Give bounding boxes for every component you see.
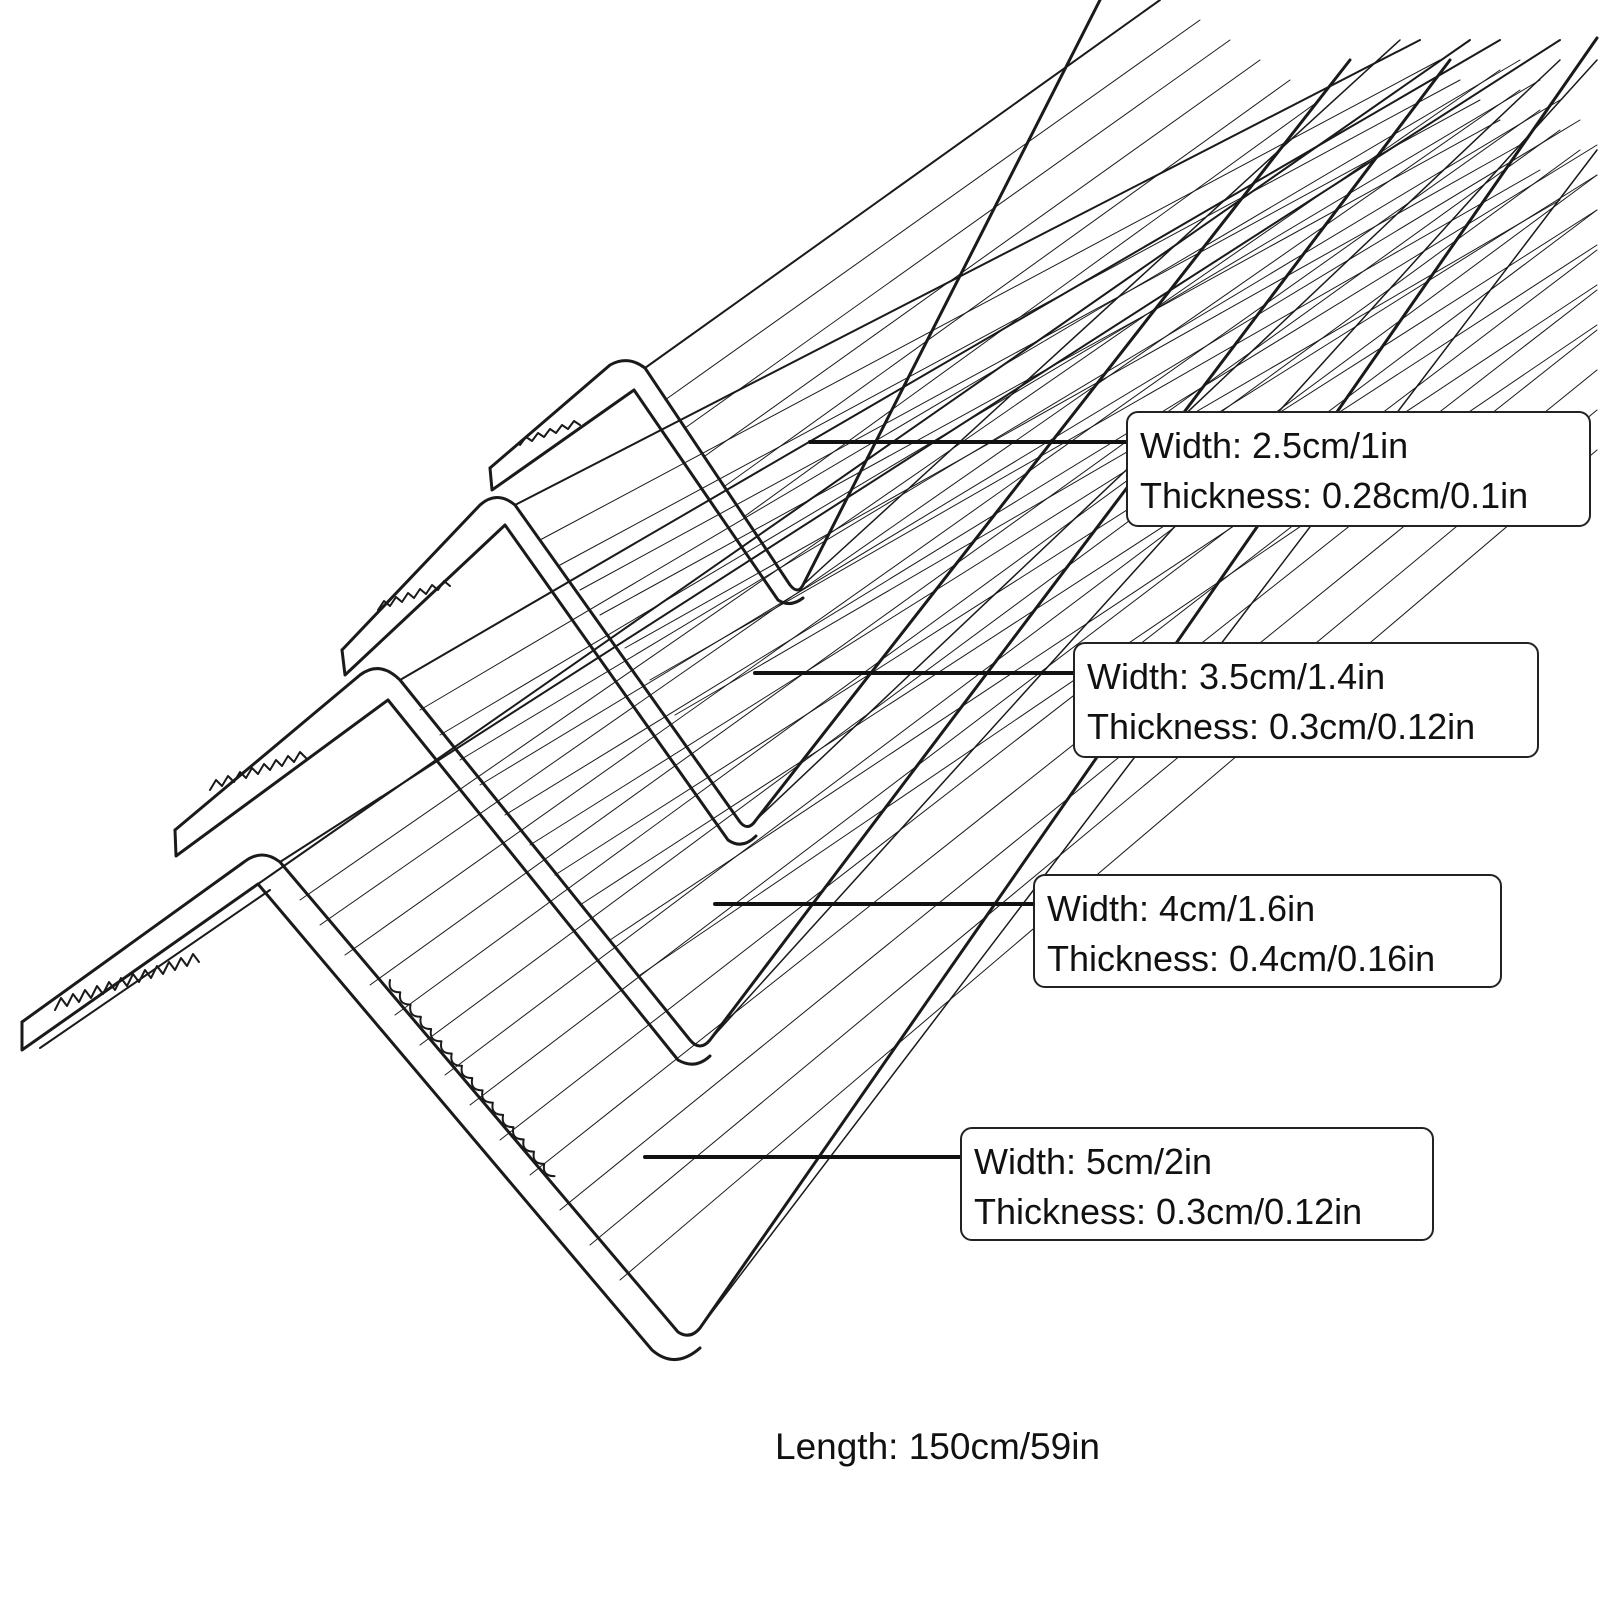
thickness-label: Thickness: 0.3cm/0.12in bbox=[974, 1191, 1363, 1232]
leader-lines bbox=[643, 440, 1128, 1159]
thickness-label: Thickness: 0.3cm/0.12in bbox=[1087, 706, 1476, 747]
corner-profile-2-5cm bbox=[488, 0, 1401, 605]
profile-ribs bbox=[664, 19, 1321, 517]
profile-edge bbox=[514, 39, 1421, 506]
spec-label-2-5cm: Width: 2.5cm/1in Thickness: 0.28cm/0.1in bbox=[1126, 411, 1591, 527]
spec-label-5cm: Width: 5cm/2in Thickness: 0.3cm/0.12in bbox=[960, 1127, 1434, 1241]
profile-outline bbox=[340, 58, 1352, 828]
spec-label-3-5cm: Width: 3.5cm/1.4in Thickness: 0.3cm/0.12… bbox=[1073, 642, 1539, 758]
profile-edge bbox=[644, 0, 1161, 369]
profile-outline bbox=[488, 0, 1102, 592]
serrated-edge bbox=[388, 979, 556, 1178]
profile-outline bbox=[173, 698, 712, 1066]
profile-ribs bbox=[299, 69, 1598, 1281]
profile-outline bbox=[20, 882, 702, 1361]
profile-edge bbox=[709, 59, 1598, 1041]
width-label: Width: 3.5cm/1.4in bbox=[1087, 656, 1386, 697]
profile-outline bbox=[20, 36, 1599, 1337]
profile-ribs bbox=[419, 59, 1598, 976]
width-label: Width: 5cm/2in bbox=[974, 1141, 1213, 1182]
serrated-edge bbox=[377, 580, 451, 611]
serrated-edge bbox=[54, 953, 200, 1011]
profile-edge bbox=[399, 39, 1501, 681]
profile-outline bbox=[340, 523, 758, 846]
width-label: Width: 2.5cm/1in bbox=[1140, 425, 1409, 466]
serrated-edge bbox=[519, 420, 581, 446]
profile-ribs bbox=[539, 59, 1561, 716]
thickness-label: Thickness: 0.4cm/0.16in bbox=[1047, 938, 1436, 979]
spec-label-4cm: Width: 4cm/1.6in Thickness: 0.4cm/0.16in bbox=[1033, 874, 1502, 988]
profile-edge bbox=[279, 39, 1561, 863]
thickness-label: Thickness: 0.28cm/0.1in bbox=[1140, 475, 1529, 516]
profile-outline bbox=[488, 388, 805, 605]
serrated-edge bbox=[209, 751, 307, 791]
profile-edge bbox=[802, 39, 1401, 586]
width-label: Width: 4cm/1.6in bbox=[1047, 888, 1316, 929]
length-label: Length: 150cm/59in bbox=[775, 1426, 1101, 1467]
corner-profile-4cm bbox=[173, 39, 1598, 1066]
profile-outline bbox=[173, 58, 1452, 1048]
